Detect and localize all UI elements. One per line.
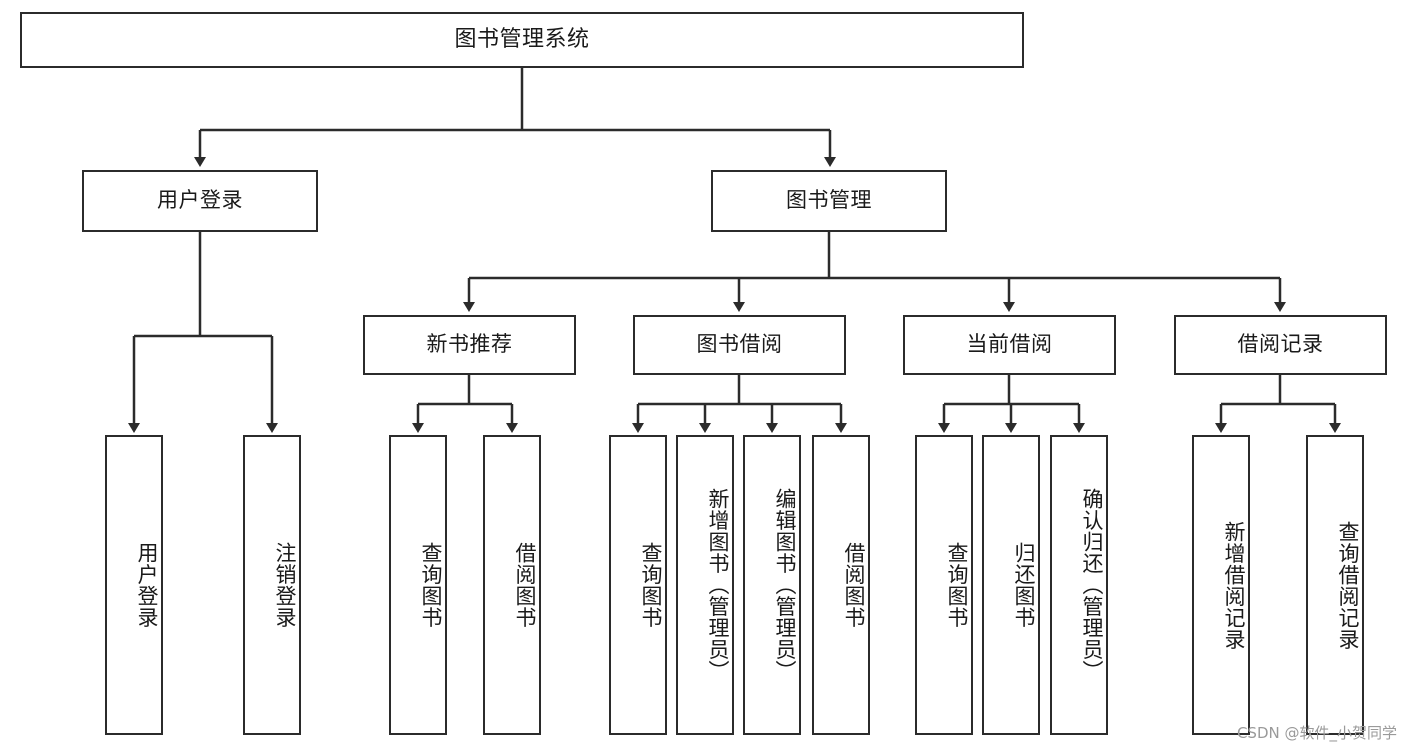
node-leaf-records-add-record[interactable]: 新增借阅记录 (1192, 435, 1250, 735)
node-label: 注销登录 (273, 542, 297, 628)
node-leaf-borrow-edit-book-admin[interactable]: 编辑图书（管理员） (743, 435, 801, 735)
node-leaf-user-login-signout[interactable]: 注销登录 (243, 435, 301, 735)
node-label: 查询图书 (419, 542, 443, 628)
node-label: 借阅图书 (842, 542, 866, 628)
node-label: 查询图书 (945, 542, 969, 628)
node-leaf-borrow-query-book[interactable]: 查询图书 (609, 435, 667, 735)
node-label: 当前借阅 (966, 332, 1053, 357)
node-label: 新书推荐 (426, 332, 513, 357)
node-label: 归还图书 (1012, 542, 1036, 628)
node-label: 借阅图书 (513, 542, 537, 628)
node-book-borrow[interactable]: 图书借阅 (633, 315, 846, 375)
node-label: 查询借阅记录 (1336, 520, 1360, 650)
node-borrow-records[interactable]: 借阅记录 (1174, 315, 1387, 375)
node-leaf-current-query-book[interactable]: 查询图书 (915, 435, 973, 735)
node-label: 借阅记录 (1237, 332, 1324, 357)
node-label: 图书管理 (786, 188, 872, 213)
node-leaf-borrow-borrow-book[interactable]: 借阅图书 (812, 435, 870, 735)
node-label: 新增图书（管理员） (706, 488, 730, 682)
node-label: 图书借阅 (696, 332, 783, 357)
node-label: 用户登录 (157, 188, 243, 213)
node-label: 查询图书 (639, 542, 663, 628)
node-current-borrow[interactable]: 当前借阅 (903, 315, 1116, 375)
node-leaf-new-book-borrow[interactable]: 借阅图书 (483, 435, 541, 735)
node-leaf-records-query-record[interactable]: 查询借阅记录 (1306, 435, 1364, 735)
node-book-management[interactable]: 图书管理 (711, 170, 947, 232)
node-label: 确认归还（管理员） (1080, 488, 1104, 682)
node-label: 用户登录 (135, 542, 159, 628)
node-label: 新增借阅记录 (1222, 520, 1246, 650)
node-leaf-current-return-book[interactable]: 归还图书 (982, 435, 1040, 735)
node-leaf-borrow-add-book-admin[interactable]: 新增图书（管理员） (676, 435, 734, 735)
node-label: 图书管理系统 (454, 26, 590, 52)
node-root-book-management-system[interactable]: 图书管理系统 (20, 12, 1024, 68)
node-leaf-current-confirm-return-admin[interactable]: 确认归还（管理员） (1050, 435, 1108, 735)
node-label: 编辑图书（管理员） (773, 488, 797, 682)
watermark: CSDN @软件_小贺同学 (1236, 724, 1397, 742)
node-new-book-recommend[interactable]: 新书推荐 (363, 315, 576, 375)
node-user-login[interactable]: 用户登录 (82, 170, 318, 232)
node-leaf-user-login-signin[interactable]: 用户登录 (105, 435, 163, 735)
node-leaf-new-book-query[interactable]: 查询图书 (389, 435, 447, 735)
